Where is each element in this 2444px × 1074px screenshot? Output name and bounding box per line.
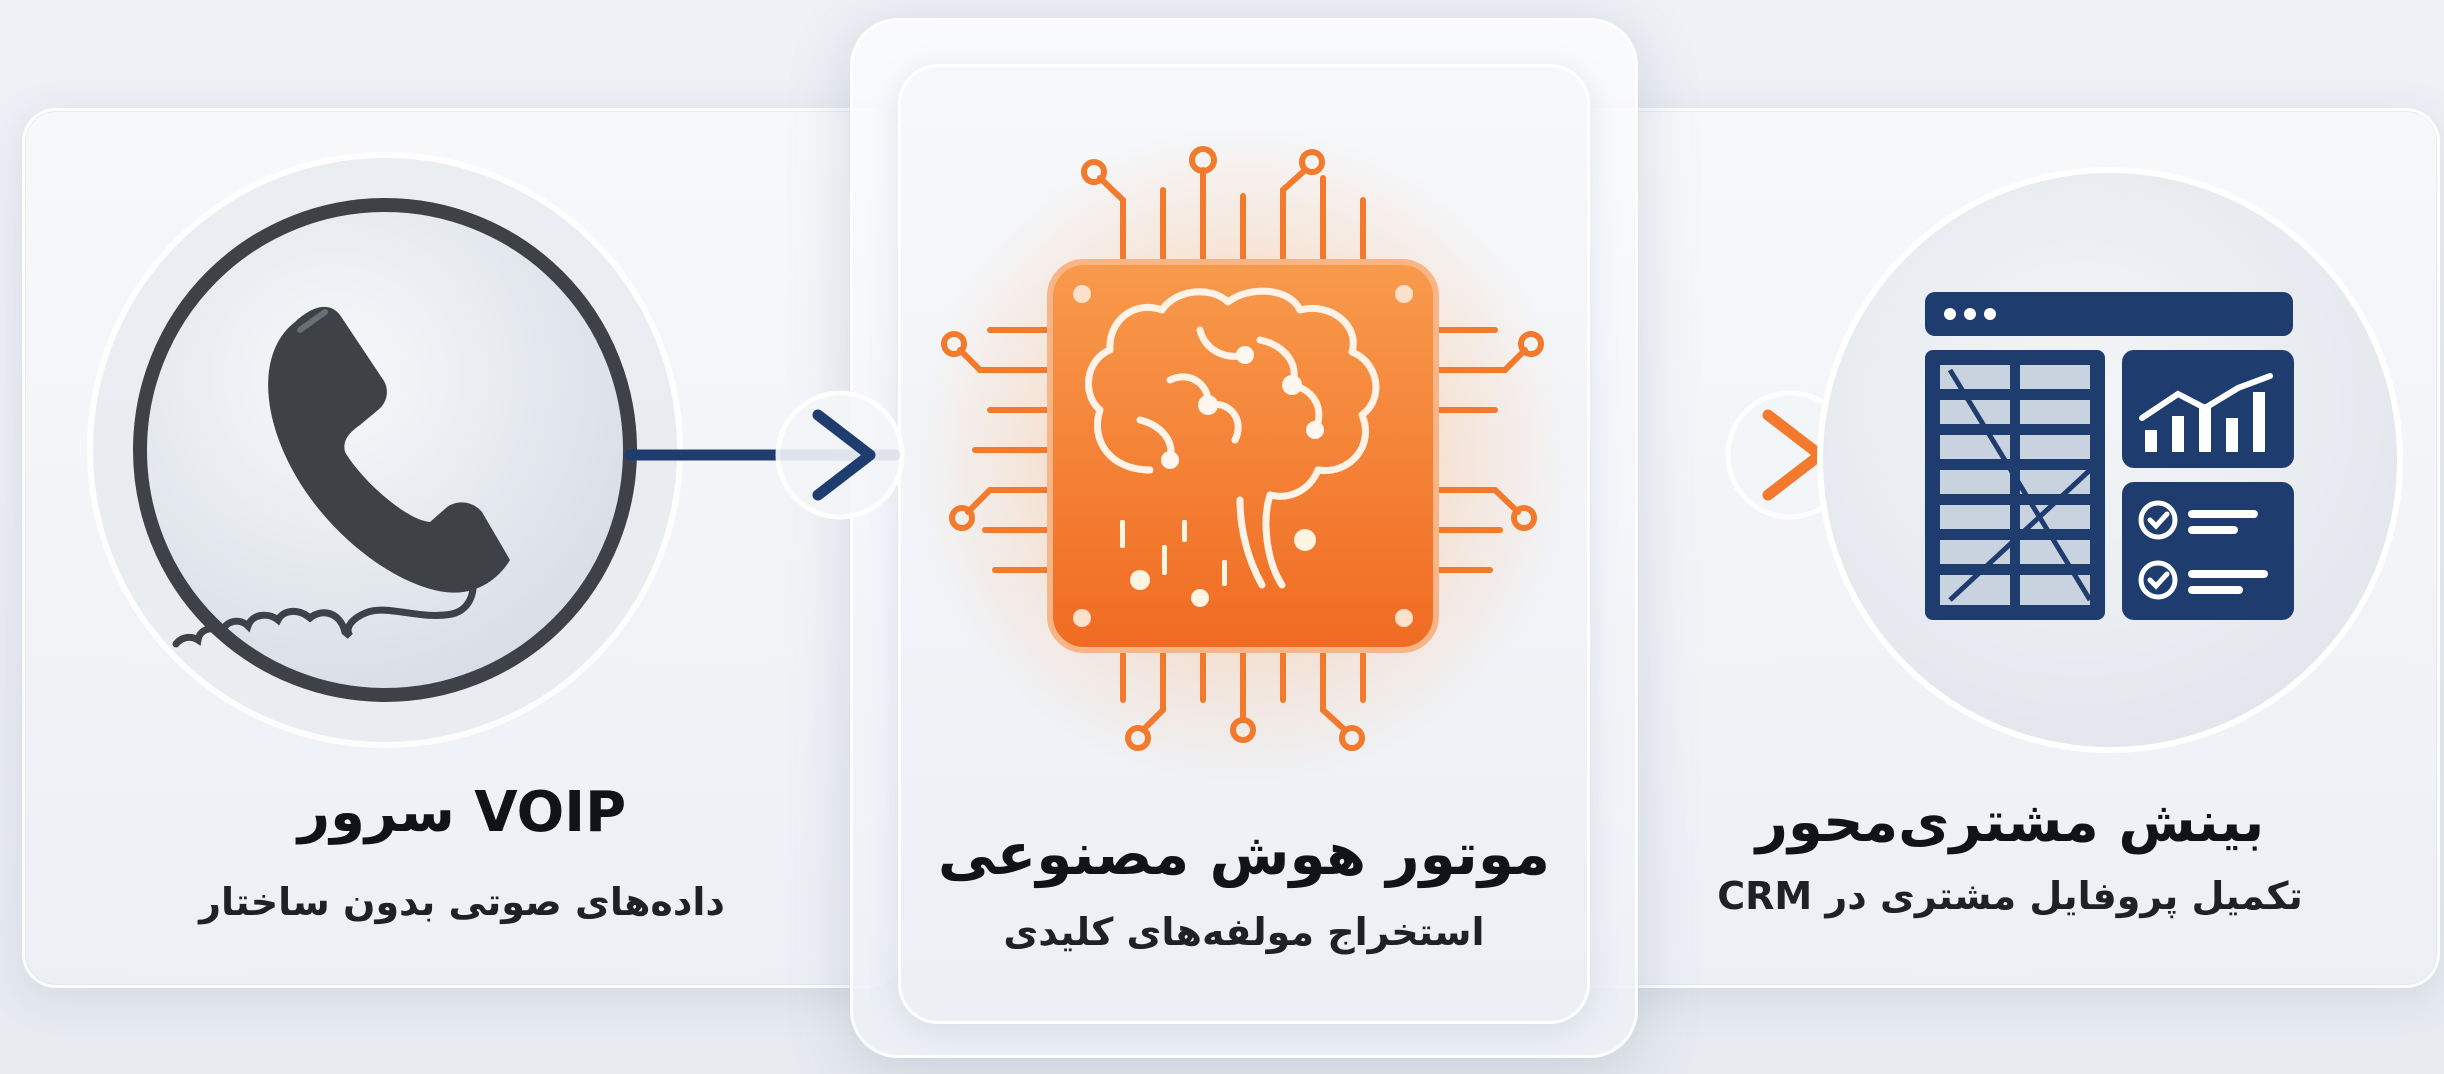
crm-dashboard-icon xyxy=(1817,167,2403,753)
arrow-left-to-center xyxy=(624,390,905,520)
customer-insight-title: بینش مشتری‌محور xyxy=(1755,790,2265,855)
voip-server-title: VOIP سرور xyxy=(297,780,627,845)
voip-server-subtitle: داده‌های صوتی بدون ساختار xyxy=(199,880,725,924)
ai-brain-chip-icon xyxy=(913,125,1573,785)
ai-engine-subtitle: استخراج مولفه‌های کلیدی xyxy=(1003,910,1485,954)
telephone-icon xyxy=(87,152,683,748)
ai-engine-title: موتور هوش مصنوعی xyxy=(937,820,1551,888)
customer-insight-subtitle: تکمیل پروفایل مشتری در CRM xyxy=(1717,874,2303,918)
